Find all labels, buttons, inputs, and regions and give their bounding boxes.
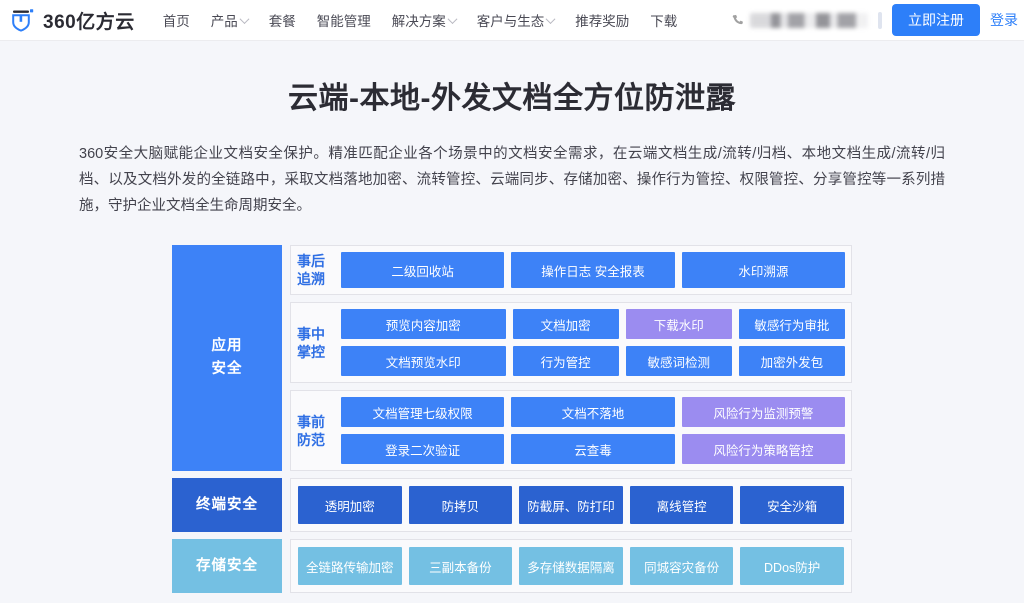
nav-links: 首页 产品 套餐 智能管理 解决方案 客户与生态 推荐奖励 下载 [163,10,677,30]
diagram-feature-cell[interactable]: 登录二次验证 [341,434,505,464]
diagram-feature-cell[interactable]: 多存储数据隔离 [519,547,623,585]
diagram-cell-row: 文档预览水印行为管控敏感词检测加密外发包 [341,346,845,376]
diagram-cell-row: 二级回收站操作日志 安全报表水印溯源 [341,252,845,288]
nav-item-plans[interactable]: 套餐 [269,10,296,30]
nav-item-label: 解决方案 [391,14,446,29]
login-link[interactable]: 登录 [990,12,1018,28]
diagram-feature-cell[interactable]: 防拷贝 [408,486,513,524]
diagram-panel: 事前 防范文档管理七级权限文档不落地风险行为监测预警登录二次验证云查毒风险行为策… [290,390,852,471]
hero-section: 云端-本地-外发文档全方位防泄露 360安全大脑赋能企业文档安全保护。精准匹配企… [0,41,1024,219]
diagram-feature-cell[interactable]: 文档管理七级权限 [341,397,505,427]
diagram-feature-cell[interactable]: 敏感行为审批 [738,309,845,339]
diagram-row: 应用 安全事后 追溯二级回收站操作日志 安全报表水印溯源事中 掌控预览内容加密文… [172,245,852,471]
page-title: 云端-本地-外发文档全方位防泄露 [288,82,736,115]
nav-item-home[interactable]: 首页 [163,10,190,30]
nav-item-label: 产品 [210,14,238,29]
diagram-feature-cell[interactable]: 风险行为监测预警 [681,397,845,427]
diagram-feature-cell[interactable]: 敏感词检测 [625,346,732,376]
diagram-layer-label: 存储安全 [172,539,282,593]
diagram-feature-cell[interactable]: 风险行为策略管控 [681,434,845,464]
diagram-panel-cells: 预览内容加密文档加密下载水印敏感行为审批文档预览水印行为管控敏感词检测加密外发包 [341,309,845,376]
nav-item-solutions[interactable]: 解决方案 [391,10,458,30]
contact-phone[interactable] [732,12,868,28]
top-navbar: 360亿方云 首页 产品 套餐 智能管理 解决方案 客户与生态 推荐奖励 下载 [0,0,1024,41]
shield-logo-icon [12,9,34,32]
brand-logo[interactable]: 360亿方云 [0,7,135,34]
nav-item-download[interactable]: 下载 [650,10,677,30]
diagram-feature-cell[interactable]: 离线管控 [629,486,734,524]
nav-item-products[interactable]: 产品 [210,10,250,30]
diagram-panel-cells: 文档管理七级权限文档不落地风险行为监测预警登录二次验证云查毒风险行为策略管控 [341,397,845,464]
diagram-panel: 事后 追溯二级回收站操作日志 安全报表水印溯源 [290,245,852,295]
diagram-panel: 透明加密防拷贝防截屏、防打印离线管控安全沙箱 [290,478,852,532]
diagram-panel: 事中 掌控预览内容加密文档加密下载水印敏感行为审批文档预览水印行为管控敏感词检测… [290,302,852,383]
diagram-feature-cell[interactable]: 安全沙箱 [740,486,844,524]
diagram-layer-label: 终端安全 [172,478,282,532]
diagram-panel-title: 事前 防范 [297,413,325,448]
diagram-feature-cell[interactable]: 加密外发包 [738,346,845,376]
navbar-actions: 立即注册 登录 [732,4,1024,36]
diagram-cell-row: 文档管理七级权限文档不落地风险行为监测预警 [341,397,845,427]
phone-number-blurred [750,12,868,28]
security-architecture-diagram: 应用 安全事后 追溯二级回收站操作日志 安全报表水印溯源事中 掌控预览内容加密文… [172,245,852,593]
divider [878,11,882,29]
brand-name: 360亿方云 [43,11,135,33]
diagram-panel-title: 事后 追溯 [297,253,325,287]
nav-item-label: 下载 [650,14,678,29]
diagram-feature-cell[interactable]: 同城容灾备份 [629,547,734,585]
diagram-feature-cell[interactable]: 下载水印 [625,309,732,339]
nav-item-referral-rewards[interactable]: 推荐奖励 [575,10,629,30]
diagram-feature-cell[interactable]: 云查毒 [511,434,675,464]
nav-item-label: 套餐 [268,14,296,29]
chevron-down-icon [239,13,250,24]
diagram-feature-cell[interactable]: 水印溯源 [681,252,845,288]
nav-item-smart-management[interactable]: 智能管理 [317,10,371,30]
diagram-feature-cell[interactable]: 文档加密 [512,309,619,339]
diagram-feature-cell[interactable]: 透明加密 [298,486,402,524]
diagram-row: 终端安全透明加密防拷贝防截屏、防打印离线管控安全沙箱 [172,478,852,532]
diagram-layer-label: 应用 安全 [172,245,282,471]
diagram-grid: 应用 安全事后 追溯二级回收站操作日志 安全报表水印溯源事中 掌控预览内容加密文… [172,245,852,593]
nav-item-label: 客户与生态 [476,14,545,29]
chevron-down-icon [447,13,458,24]
diagram-feature-cell[interactable]: 三副本备份 [408,547,513,585]
diagram-feature-cell[interactable]: 防截屏、防打印 [519,486,623,524]
diagram-feature-cell[interactable]: 文档预览水印 [341,346,506,376]
register-button[interactable]: 立即注册 [892,4,980,36]
chevron-down-icon [545,13,556,24]
nav-item-customers-ecosystem[interactable]: 客户与生态 [476,10,556,30]
diagram-feature-cell[interactable]: 预览内容加密 [341,309,506,339]
phone-icon [732,14,743,24]
diagram-feature-cell[interactable]: 全链路传输加密 [298,547,402,585]
diagram-feature-cell[interactable]: 操作日志 安全报表 [511,252,675,288]
diagram-feature-cell[interactable]: 行为管控 [512,346,619,376]
page-description: 360安全大脑赋能企业文档安全保护。精准匹配企业各个场景中的文档安全需求，在云端… [79,146,945,214]
diagram-cell-row: 预览内容加密文档加密下载水印敏感行为审批 [341,309,845,339]
nav-item-label: 智能管理 [316,14,371,29]
diagram-panel-cells: 二级回收站操作日志 安全报表水印溯源 [341,252,845,288]
nav-item-label: 推荐奖励 [575,14,630,29]
nav-item-label: 首页 [162,14,190,29]
diagram-feature-cell[interactable]: 二级回收站 [341,252,505,288]
diagram-feature-cell[interactable]: 文档不落地 [511,397,675,427]
diagram-panel-column: 事后 追溯二级回收站操作日志 安全报表水印溯源事中 掌控预览内容加密文档加密下载… [290,245,852,471]
diagram-feature-cell[interactable]: DDos防护 [740,547,844,585]
diagram-panel-title: 事中 掌控 [297,325,325,360]
diagram-cell-row: 登录二次验证云查毒风险行为策略管控 [341,434,845,464]
